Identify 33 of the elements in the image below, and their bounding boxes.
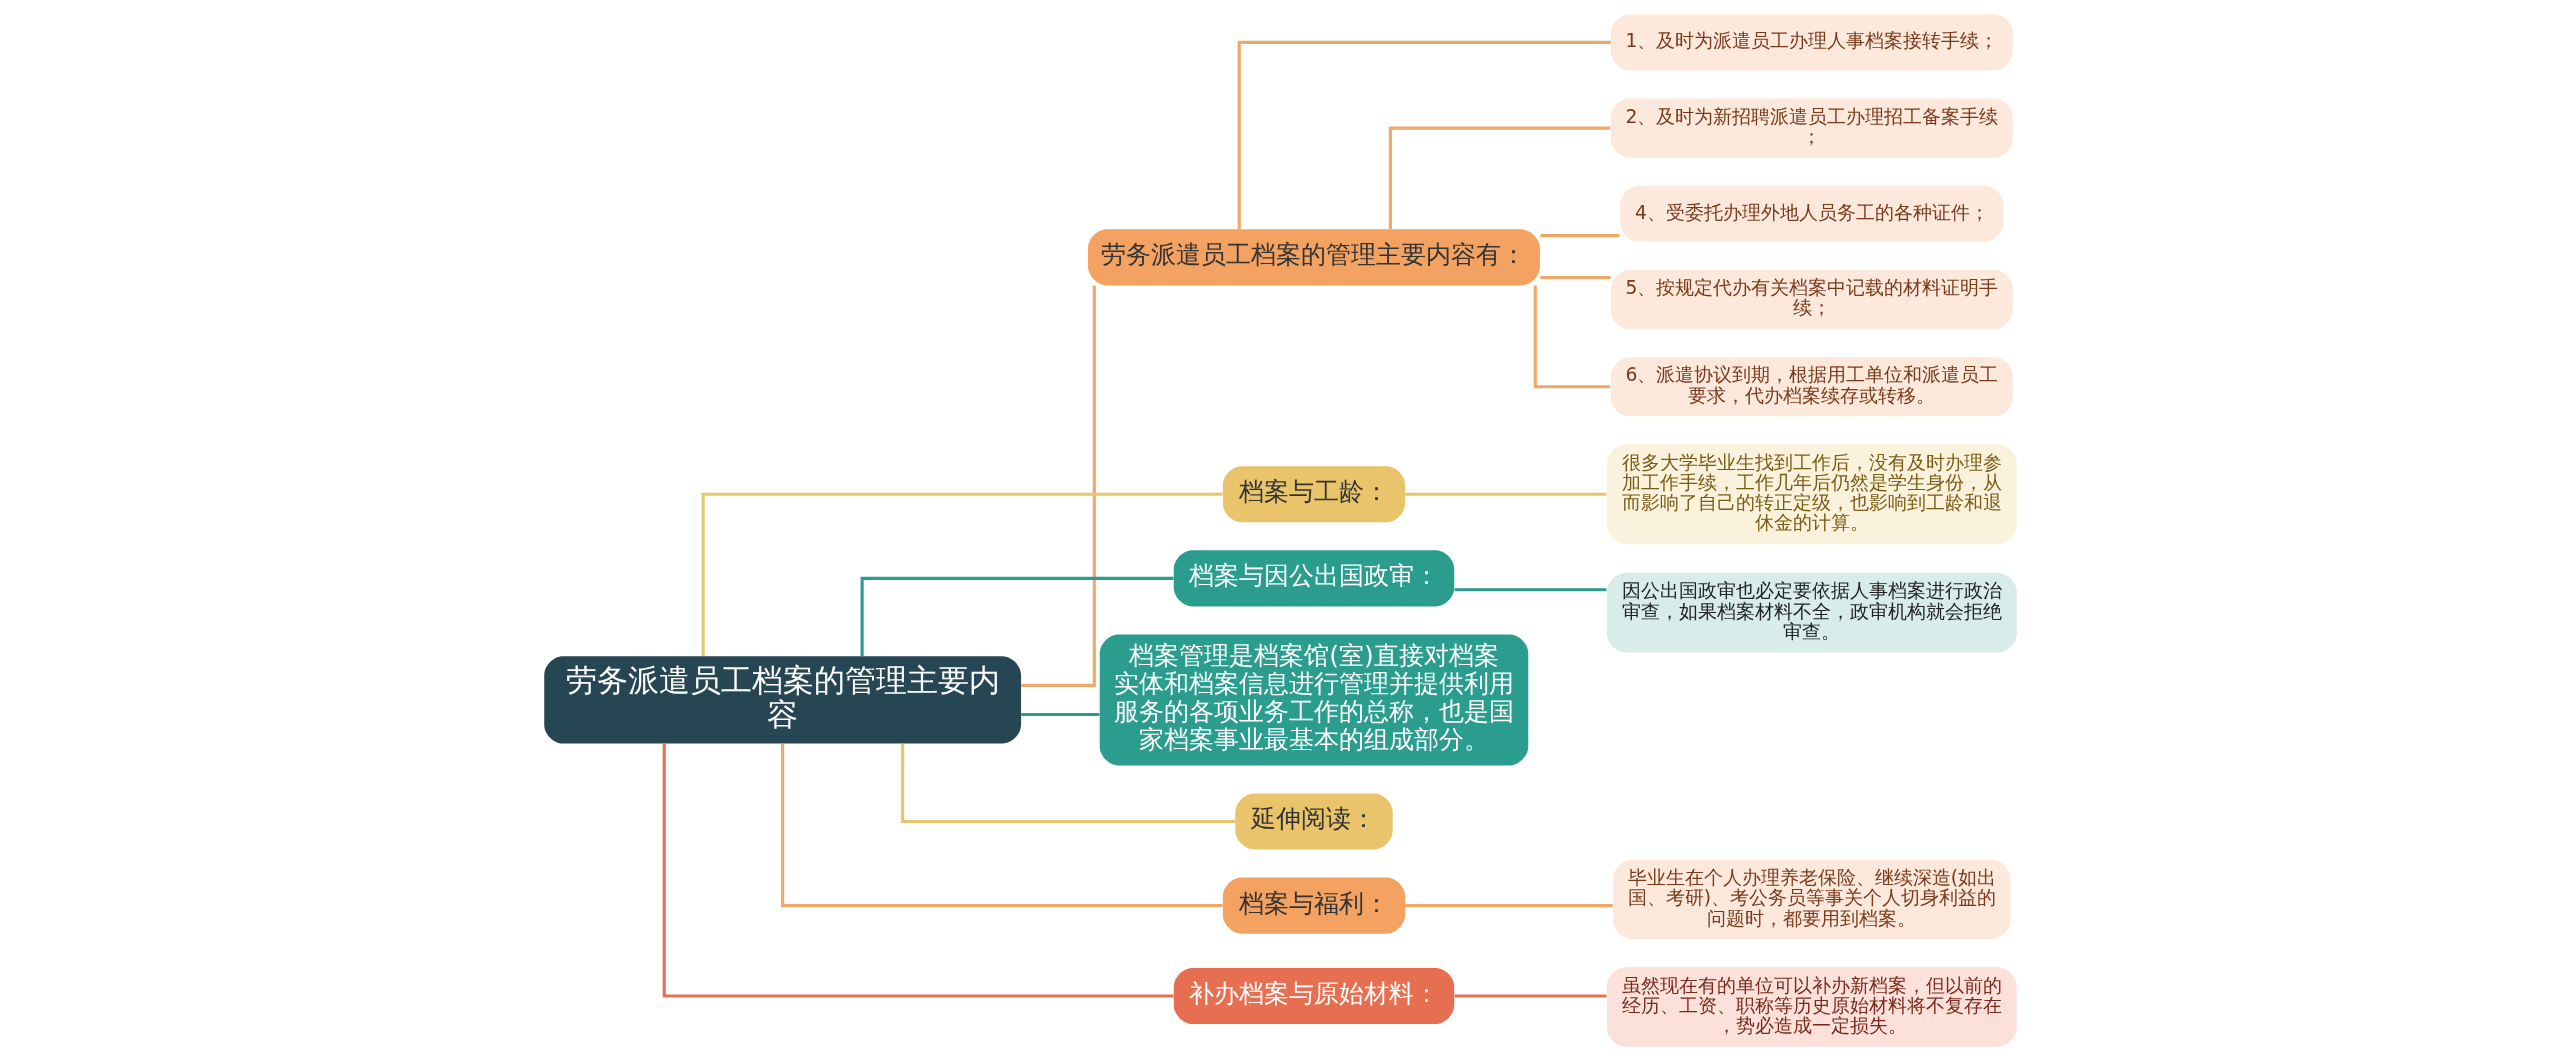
connector [701, 492, 1223, 656]
connector [1404, 904, 1613, 908]
node-box: 劳务派遣员工档案的管理主要内容 [543, 656, 1021, 744]
node-box: 很多大学毕业生找到工作后，没有及时办理参加工作手续，工作几年后仍然是学生身份，从而影响了自己的转正定级，也影响到工龄和退休金的计算。 [1606, 444, 2017, 545]
connector [1454, 994, 1606, 998]
connector [900, 743, 1235, 824]
connector [1020, 285, 1096, 687]
connector [1020, 712, 1099, 717]
node-box: 档案与因公出国政审： [1173, 550, 1454, 607]
node-box: 因公出国政审也必定要依据人事档案进行政治审查，如果档案材料不全，政审机构就会拒绝审查。 [1606, 572, 2017, 653]
node-box: 档案管理是档案馆(室)直接对档案实体和档案信息进行管理并提供利用服务的各项业务工作的总称，也是国家档案事业最基本的组成部分。 [1099, 634, 1528, 766]
node-box: 劳务派遣员工档案的管理主要内容有： [1087, 229, 1540, 286]
connector [1539, 276, 1610, 280]
node-box: 2、及时为新招聘派遣员工办理招工备案手续； [1610, 98, 2013, 158]
node-box: 补办档案与原始材料： [1173, 968, 1454, 1025]
connector [1404, 492, 1607, 496]
connector [1533, 285, 1610, 389]
connector [662, 743, 1173, 998]
connector [1388, 126, 1610, 230]
node-box: 档案与工龄： [1222, 466, 1405, 523]
node-box: 4、受委托办理外地人员务工的各种证件； [1619, 185, 2003, 242]
connector [780, 744, 1223, 908]
node-box: 虽然现在有的单位可以补办新档案，但以前的经历、工资、职称等历史原始材料将不复存在，势必造成一定损失。 [1606, 967, 2017, 1047]
connector [1237, 40, 1611, 230]
connector [1539, 234, 1620, 238]
node-box: 1、及时为派遣员工办理人事档案接转手续； [1610, 14, 2013, 71]
node-box: 延伸阅读： [1234, 793, 1393, 850]
node-box: 档案与福利： [1222, 877, 1405, 934]
node-box: 5、按规定代办有关档案中记载的材料证明手续； [1610, 269, 2013, 330]
node-box: 6、派遣协议到期，根据用工单位和派遣员工要求，代办档案续存或转移。 [1610, 357, 2013, 417]
connector [1454, 588, 1606, 592]
node-box: 毕业生在个人办理养老保险、继续深造(如出国、考研)、考公务员等事关个人切身利益的问题时，都要用到档案。 [1612, 859, 2011, 940]
connector [860, 576, 1173, 657]
